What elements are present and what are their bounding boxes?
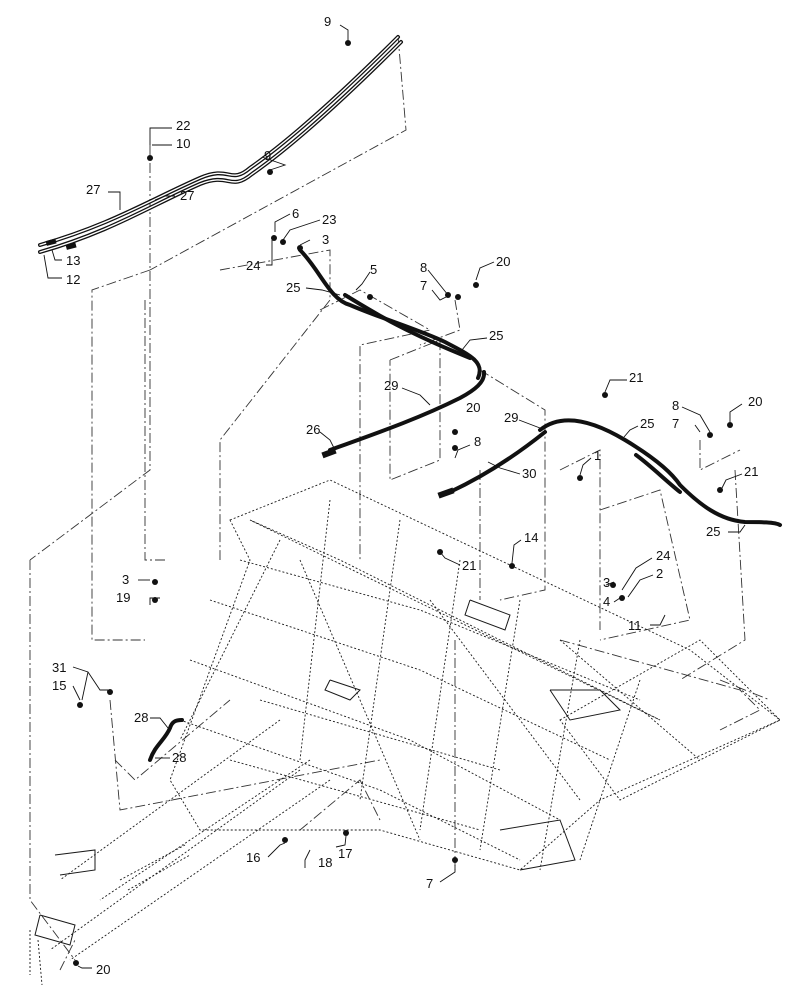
- callout-1: 1: [594, 448, 601, 463]
- implement-frame: [29, 479, 781, 986]
- callout-13: 13: [66, 253, 80, 268]
- callout-8-right: 8: [672, 398, 679, 413]
- callout-12: 12: [66, 272, 80, 287]
- callout-21-lower: 21: [462, 558, 476, 573]
- callout-6: 6: [292, 206, 299, 221]
- callout-19: 19: [116, 590, 130, 605]
- callout-7-upper: 7: [420, 278, 427, 293]
- callout-11: 11: [628, 618, 642, 633]
- callout-25-left: 25: [286, 280, 300, 295]
- callout-5: 5: [370, 262, 377, 277]
- callout-3-upper: 3: [322, 232, 329, 247]
- callout-24-lower: 24: [656, 548, 670, 563]
- leader-lines: [43, 24, 746, 969]
- callout-9-top: 9: [324, 14, 331, 29]
- callout-17: 17: [338, 846, 352, 861]
- callout-25-right: 25: [640, 416, 654, 431]
- callout-3-lower: 3: [603, 575, 610, 590]
- callout-24-upper: 24: [246, 258, 260, 273]
- callout-20-mid: 20: [466, 400, 480, 415]
- callout-10: 10: [176, 136, 190, 151]
- callout-15: 15: [52, 678, 66, 693]
- callout-18: 18: [318, 855, 332, 870]
- callout-23: 23: [322, 212, 336, 227]
- callout-22: 22: [176, 118, 190, 133]
- callout-21-right: 21: [744, 464, 758, 479]
- callout-29-right: 29: [504, 410, 518, 425]
- callout-21-upper: 21: [629, 370, 643, 385]
- hose-25-run: [298, 248, 782, 527]
- callout-2: 2: [656, 566, 663, 581]
- callout-28-lower: 28: [172, 750, 186, 765]
- callout-7-bottom: 7: [426, 876, 433, 891]
- hose-27-assembly: [38, 35, 403, 254]
- callout-7-right: 7: [672, 416, 679, 431]
- callout-8-mid: 8: [474, 434, 481, 449]
- callout-3-left: 3: [122, 572, 129, 587]
- callout-16: 16: [246, 850, 260, 865]
- callout-4: 4: [603, 594, 610, 609]
- callout-20-bottom: 20: [96, 962, 110, 977]
- callout-27-left: 27: [86, 182, 100, 197]
- callout-26: 26: [306, 422, 320, 437]
- phantom-lines: [29, 35, 771, 971]
- callout-9-mid: 9: [264, 148, 271, 163]
- callout-31: 31: [52, 660, 66, 675]
- callout-29-left: 29: [384, 378, 398, 393]
- callout-8-upper: 8: [420, 260, 427, 275]
- callout-28-upper: 28: [134, 710, 148, 725]
- callout-20-upper: 20: [496, 254, 510, 269]
- callout-27-right: 27: [180, 188, 194, 203]
- callout-25-far-right: 25: [706, 524, 720, 539]
- callout-30: 30: [522, 466, 536, 481]
- callout-25-mid: 25: [489, 328, 503, 343]
- fittings: [73, 40, 733, 966]
- hose-29-26-30: [321, 370, 547, 499]
- callout-20-right: 20: [748, 394, 762, 409]
- callout-labels: 9 22 10 9 27 27 13 12 6 23 3 24 5 8 20 7…: [52, 14, 762, 977]
- callout-14: 14: [524, 530, 538, 545]
- hose-28: [148, 718, 184, 762]
